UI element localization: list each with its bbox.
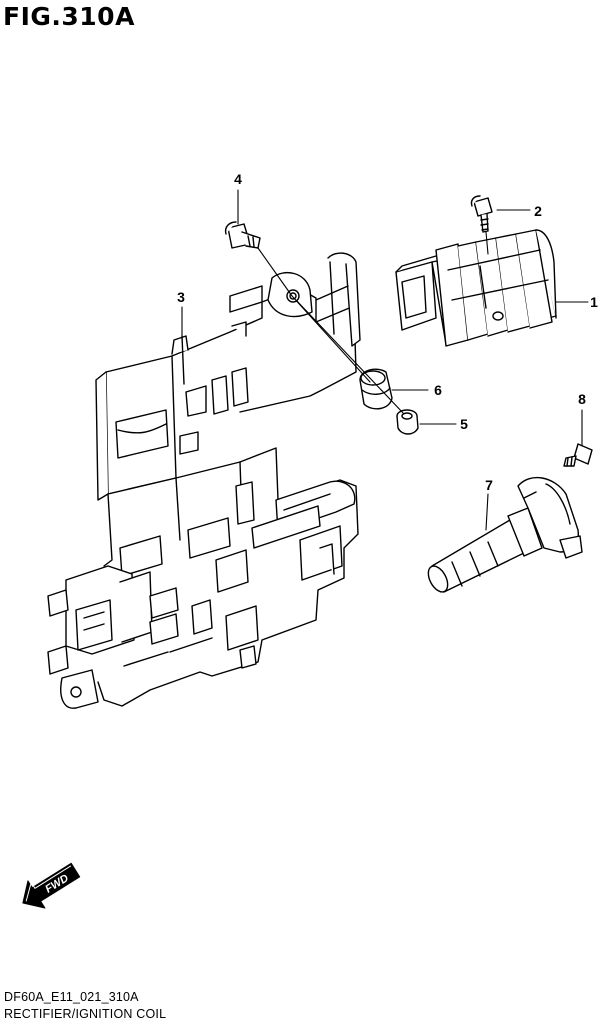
collar-part [396, 409, 419, 435]
figure-title: FIG.310A [3, 2, 135, 31]
leader-lines [181, 189, 589, 531]
rectifier-part [395, 229, 557, 347]
callout-4: 4 [234, 171, 242, 187]
figure-code: DF60A_E11_021_310A [4, 990, 139, 1004]
callout-2: 2 [534, 203, 542, 219]
rectifier-bolt-part [470, 195, 493, 233]
callout-numbers: 1 2 3 4 5 6 7 8 [177, 171, 598, 493]
grommet-part [359, 368, 393, 410]
callout-5: 5 [460, 416, 468, 432]
ignition-coil-bolt-part [563, 443, 593, 467]
callout-3: 3 [177, 289, 185, 305]
callout-6: 6 [434, 382, 442, 398]
callout-8: 8 [578, 391, 586, 407]
fwd-arrow-icon: FWD [22, 862, 81, 909]
leader-line-7 [485, 493, 489, 531]
ignition-coil-part [427, 476, 583, 593]
assembly-lines [257, 231, 489, 415]
callout-7: 7 [485, 477, 493, 493]
bracket-bolt-part [224, 221, 261, 249]
figure-name: RECTIFIER/IGNITION COIL [4, 1007, 167, 1021]
callout-1: 1 [590, 294, 598, 310]
mounting-bracket-part [47, 252, 361, 709]
